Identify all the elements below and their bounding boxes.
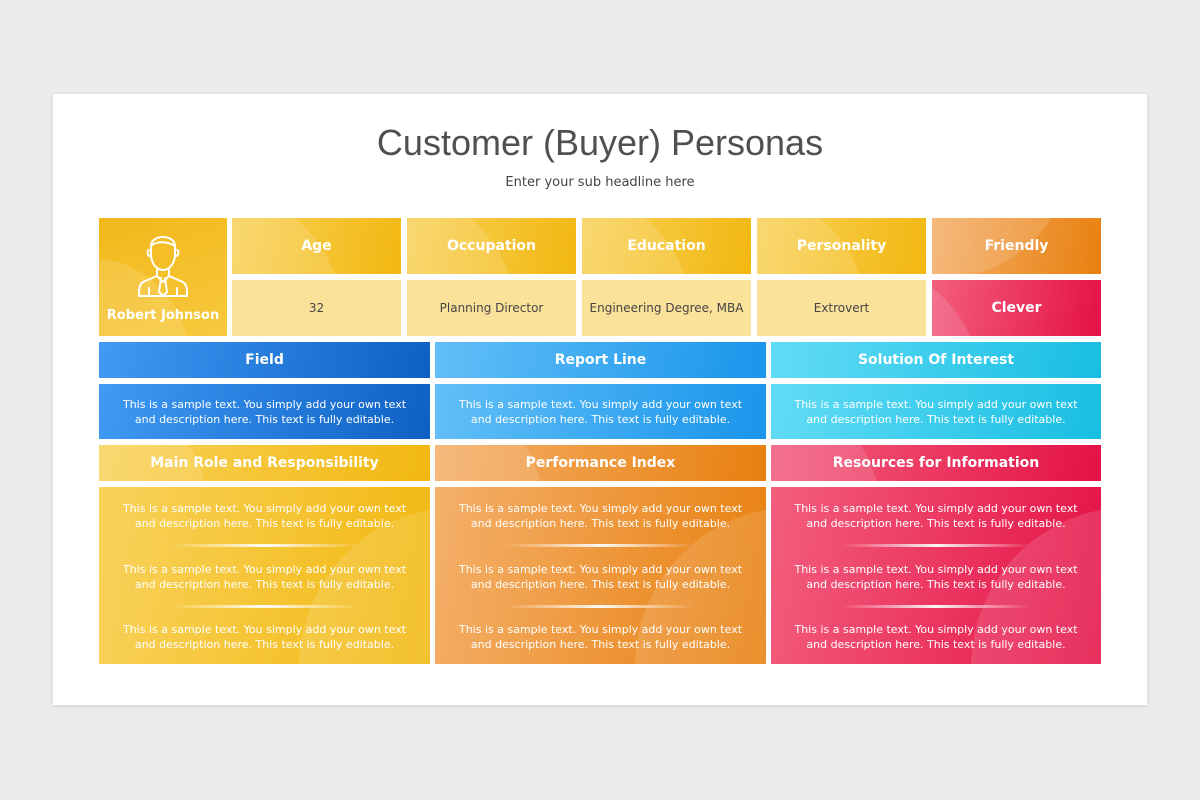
- separator-line: [841, 544, 1031, 547]
- main-role-text-1: This is a sample text. You simply add yo…: [122, 502, 407, 530]
- main-role-text-2: This is a sample text. You simply add yo…: [122, 563, 407, 591]
- person-with-tie-icon: [138, 236, 188, 297]
- separator-line: [169, 605, 359, 608]
- resources-text-2: This is a sample text. You simply add yo…: [794, 563, 1078, 591]
- separator-line: [169, 544, 359, 547]
- solution-of-interest-description: This is a sample text. You simply add yo…: [771, 384, 1101, 439]
- performance-index-header: Performance Index: [435, 445, 766, 481]
- age-value: 32: [232, 280, 401, 336]
- performance-text-3: This is a sample text. You simply add yo…: [458, 623, 743, 651]
- age-header: Age: [232, 218, 401, 274]
- occupation-value: Planning Director: [407, 280, 576, 336]
- main-role-header: Main Role and Responsibility: [99, 445, 430, 481]
- page-subtitle: Enter your sub headline here: [505, 175, 695, 190]
- trait-friendly: Friendly: [932, 218, 1101, 274]
- trait-clever: Clever: [932, 280, 1101, 336]
- resources-header: Resources for Information: [771, 445, 1101, 481]
- persona-card: Robert Johnson: [99, 218, 227, 336]
- main-role-text-3: This is a sample text. You simply add yo…: [122, 623, 407, 651]
- education-value: Engineering Degree, MBA: [582, 280, 751, 336]
- resources-text-1: This is a sample text. You simply add yo…: [794, 502, 1078, 530]
- persona-name: Robert Johnson: [106, 308, 220, 323]
- solution-of-interest-header: Solution Of Interest: [771, 342, 1101, 378]
- resources-text-3: This is a sample text. You simply add yo…: [794, 623, 1078, 651]
- field-description: This is a sample text. You simply add yo…: [99, 384, 430, 439]
- page-title: Customer (Buyer) Personas: [376, 122, 824, 163]
- separator-line: [841, 605, 1031, 608]
- separator-line: [505, 605, 695, 608]
- occupation-header: Occupation: [407, 218, 576, 274]
- education-header: Education: [582, 218, 751, 274]
- field-header: Field: [99, 342, 430, 378]
- personality-header: Personality: [757, 218, 926, 274]
- report-line-header: Report Line: [435, 342, 766, 378]
- resources-panel: This is a sample text. You simply add yo…: [771, 487, 1101, 664]
- separator-line: [505, 544, 695, 547]
- report-line-description: This is a sample text. You simply add yo…: [435, 384, 766, 439]
- performance-text-2: This is a sample text. You simply add yo…: [458, 563, 743, 591]
- personality-value: Extrovert: [757, 280, 926, 336]
- main-role-panel: This is a sample text. You simply add yo…: [99, 487, 430, 664]
- performance-index-panel: This is a sample text. You simply add yo…: [435, 487, 766, 664]
- performance-text-1: This is a sample text. You simply add yo…: [458, 502, 743, 530]
